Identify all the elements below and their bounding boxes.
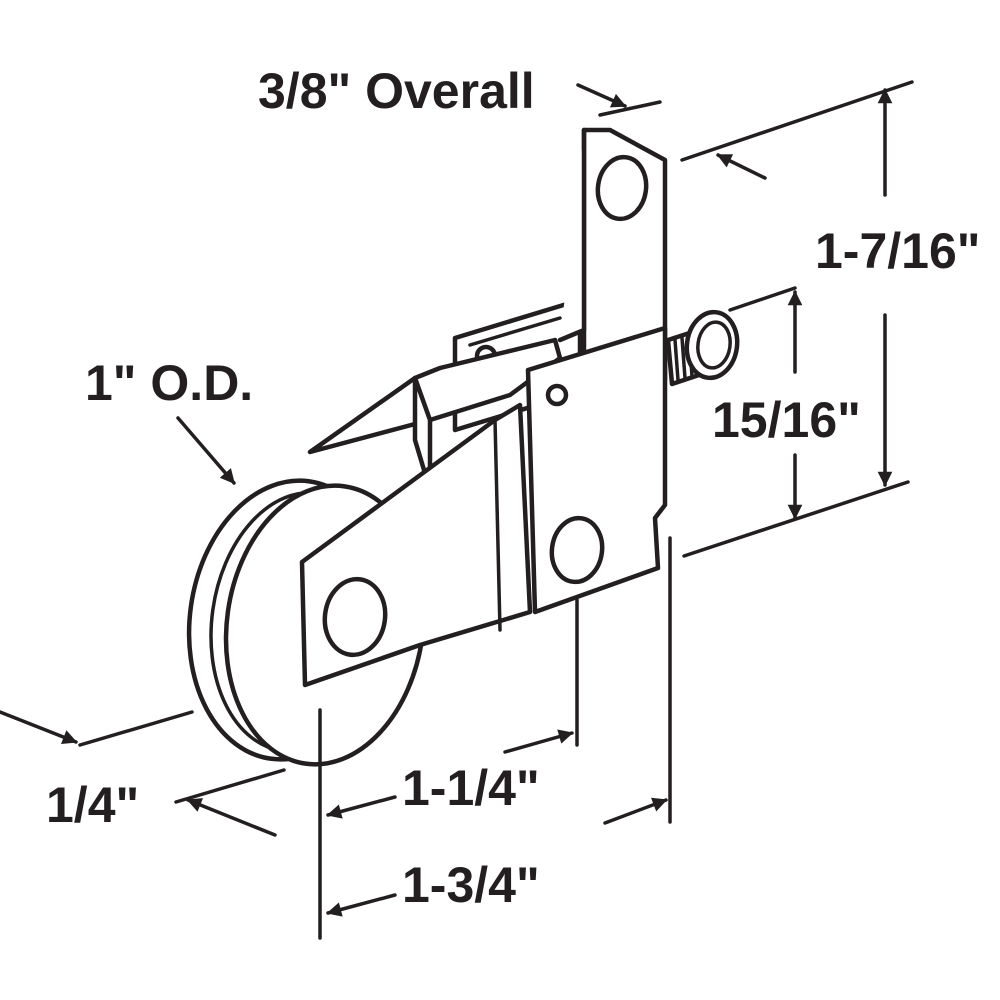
dim-horizontal [318,536,672,940]
wheel-od-label: 1" O.D. [85,355,253,411]
dim-wheel-width [0,710,286,837]
overall-thickness-label: 3/8" Overall [258,63,535,119]
dim-overall-thickness [576,80,914,180]
dimension-lines [0,80,914,940]
dim-wheel-od [176,416,236,485]
dim-mount-height [728,286,803,520]
side-channel [307,337,563,493]
mount-height-label: 15/16" [712,392,861,448]
adjustment-screw [665,309,740,387]
axle-plate [299,402,533,688]
hole-spacing-label: 1-1/4" [402,760,540,816]
overall-length-label: 1-3/4" [402,857,540,913]
roller-assembly [186,127,740,767]
front-plate [525,325,668,615]
total-height-label: 1-7/16" [815,223,980,279]
wheel-width-label: 1/4" [46,777,139,833]
